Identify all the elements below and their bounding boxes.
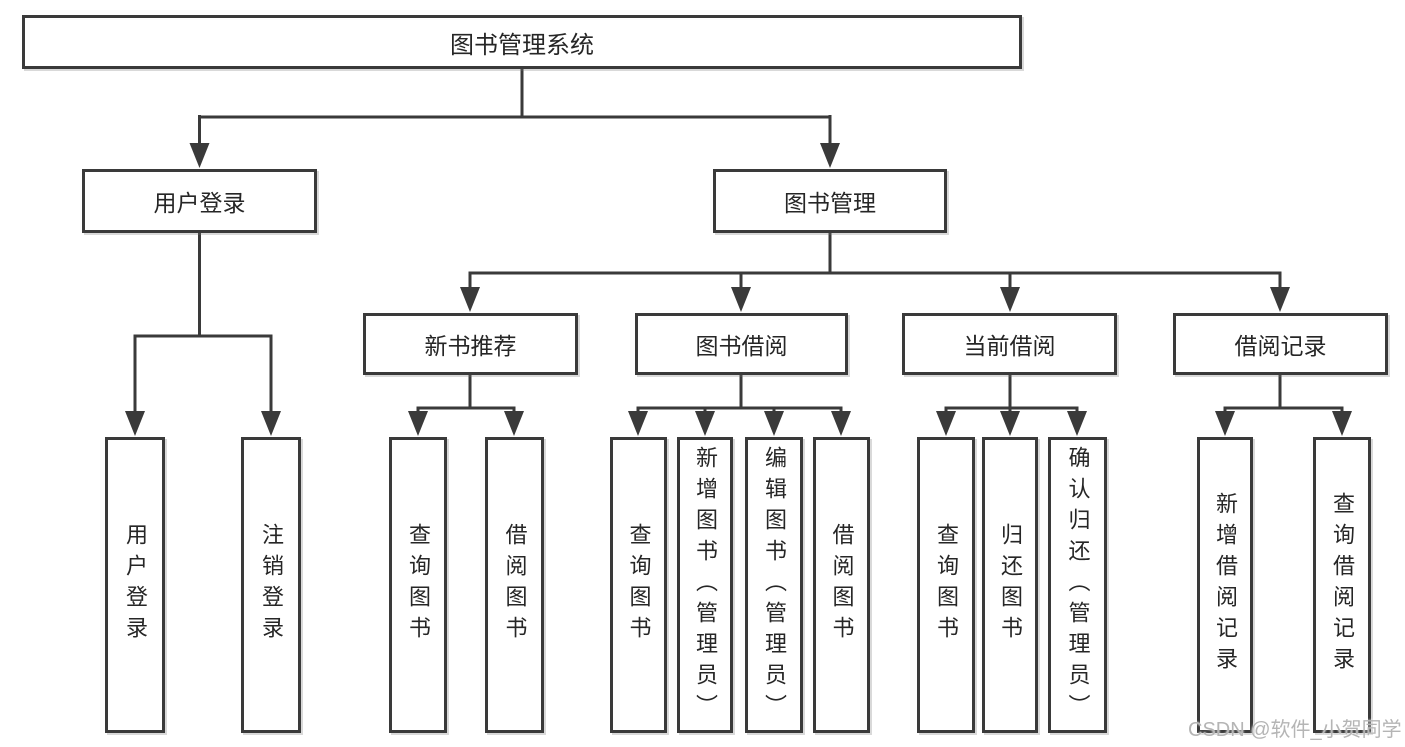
arrowheads: [125, 143, 1352, 436]
leaf-return-book-label: 归还图书: [998, 523, 1023, 647]
leaf-user-login: 用户登录: [105, 437, 165, 733]
leaf-borrow-book-recommend-label: 借阅图书: [502, 523, 528, 647]
leaf-borrow-book-recommend: 借阅图书: [485, 437, 544, 733]
leaf-return-book: 归还图书: [982, 437, 1038, 733]
leaf-query-book-current-label: 查询图书: [934, 523, 959, 647]
leaf-query-borrow-record-label: 查询借阅记录: [1330, 492, 1355, 678]
leaf-add-borrow-record-label: 新增借阅记录: [1213, 492, 1238, 678]
node-current-borrow-label: 当前借阅: [963, 333, 1056, 359]
leaf-add-book-admin-label: 新增图书（管理员）: [693, 445, 718, 725]
node-user-login-label: 用户登录: [153, 190, 246, 216]
node-borrow-record: 借阅记录: [1173, 313, 1388, 375]
leaf-logout: 注销登录: [241, 437, 301, 733]
leaf-borrow-book-label: 借阅图书: [829, 523, 855, 647]
leaf-query-book-recommend: 查询图书: [389, 437, 447, 733]
node-current-borrow: 当前借阅: [902, 313, 1117, 375]
leaf-query-book-borrow-label: 查询图书: [626, 523, 652, 647]
leaf-confirm-return-admin: 确认归还（管理员）: [1048, 437, 1107, 733]
leaf-logout-label: 注销登录: [259, 523, 284, 647]
leaf-query-book-recommend-label: 查询图书: [406, 523, 431, 647]
node-book-management: 图书管理: [713, 169, 947, 233]
node-user-login: 用户登录: [82, 169, 317, 233]
node-book-management-label: 图书管理: [784, 190, 876, 216]
node-book-borrow-label: 图书借阅: [695, 333, 788, 359]
node-book-borrow: 图书借阅: [635, 313, 848, 375]
node-root-label: 图书管理系统: [450, 31, 594, 59]
leaf-query-borrow-record: 查询借阅记录: [1313, 437, 1371, 733]
leaf-edit-book-admin: 编辑图书（管理员）: [745, 437, 803, 733]
csdn-watermark: CSDN @软件_小贺同学: [1188, 719, 1402, 741]
leaf-query-book-borrow: 查询图书: [610, 437, 667, 733]
node-root-system: 图书管理系统: [22, 15, 1022, 69]
node-borrow-record-label: 借阅记录: [1234, 333, 1327, 359]
connector-segments: [133, 69, 1344, 415]
node-new-book-recommend-label: 新书推荐: [424, 333, 517, 359]
leaf-borrow-book: 借阅图书: [813, 437, 870, 733]
leaf-add-borrow-record: 新增借阅记录: [1197, 437, 1253, 733]
leaf-query-book-current: 查询图书: [917, 437, 975, 733]
leaf-add-book-admin: 新增图书（管理员）: [677, 437, 733, 733]
leaf-edit-book-admin-label: 编辑图书（管理员）: [762, 445, 787, 725]
leaf-confirm-return-admin-label: 确认归还（管理员）: [1065, 445, 1091, 725]
node-new-book-recommend: 新书推荐: [363, 313, 578, 375]
leaf-user-login-label: 用户登录: [123, 523, 148, 647]
